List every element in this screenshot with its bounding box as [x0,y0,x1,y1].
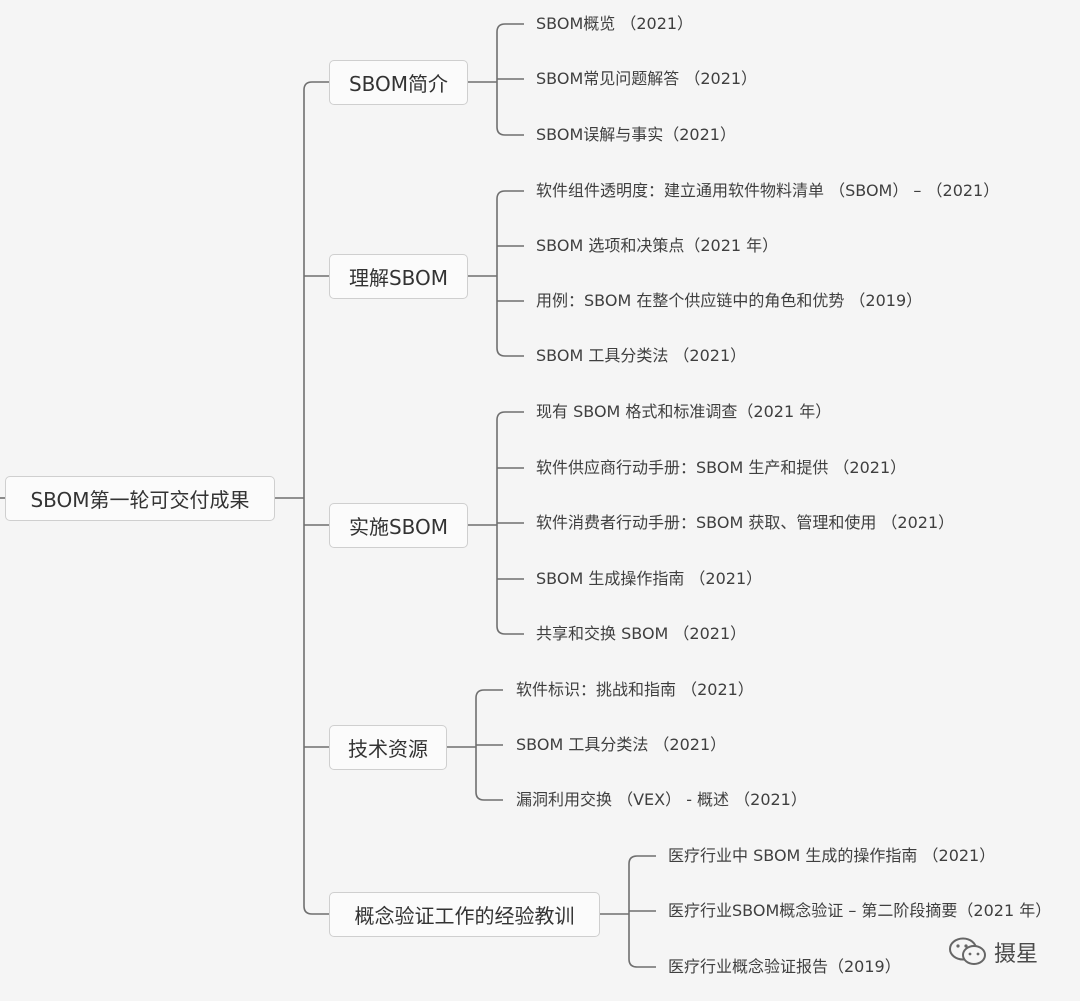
leaf-item[interactable]: 用例：SBOM 在整个供应链中的角色和优势 （2019） [536,291,923,310]
branch-node-implement-sbom[interactable]: 实施SBOM [329,503,468,548]
leaf-item[interactable]: SBOM 工具分类法 （2021） [536,346,747,365]
watermark-text: 摄星 [994,942,1039,967]
leaf-item[interactable]: 医疗行业概念验证报告（2019） [668,957,901,976]
leaf-item[interactable]: SBOM 选项和决策点（2021 年） [536,236,779,255]
leaf-item[interactable]: 医疗行业中 SBOM 生成的操作指南 （2021） [668,846,996,865]
leaf-item[interactable]: 共享和交换 SBOM （2021） [536,624,747,643]
branch-node-sbom-intro[interactable]: SBOM简介 [329,60,468,105]
leaf-item[interactable]: 软件供应商行动手册：SBOM 生产和提供 （2021） [536,458,907,477]
watermark: 摄星 [948,936,1038,968]
leaf-item[interactable]: 软件消费者行动手册：SBOM 获取、管理和使用 （2021） [536,513,955,532]
leaf-item[interactable]: SBOM常见问题解答 （2021） [536,69,758,88]
leaf-bracket-line [496,190,524,357]
leaf-item[interactable]: 漏洞利用交换 （VEX） - 概述 （2021） [516,790,807,809]
branch-node-label: 实施SBOM [348,515,449,539]
branch-node-understand-sbom[interactable]: 理解SBOM [329,254,468,299]
branch-node-poc-lessons[interactable]: 概念验证工作的经验教训 [329,892,600,937]
root-node-label: SBOM第一轮可交付成果 [30,488,250,512]
branch-node-label: 技术资源 [348,737,428,761]
leaf-item[interactable]: 软件标识：挑战和指南 （2021） [516,680,754,699]
branch-node-label: 概念验证工作的经验教训 [354,904,575,928]
leaf-item[interactable]: SBOM 工具分类法 （2021） [516,735,727,754]
leaf-item[interactable]: 医疗行业SBOM概念验证 – 第二阶段摘要（2021 年） [668,901,1052,920]
leaf-item[interactable]: SBOM 生成操作指南 （2021） [536,569,763,588]
leaf-item[interactable]: 现有 SBOM 格式和标准调查（2021 年） [536,402,832,421]
root-node[interactable]: SBOM第一轮可交付成果 [5,476,275,521]
leaf-item[interactable]: SBOM误解与事实（2021） [536,125,736,144]
leaf-item[interactable]: SBOM概览 （2021） [536,14,694,33]
branch-node-tech-resources[interactable]: 技术资源 [329,725,447,770]
branch-node-label: SBOM简介 [348,72,449,96]
trunk-line [303,81,329,915]
leaf-item[interactable]: 软件组件透明度：建立通用软件物料清单 （SBOM） – （2021） [536,181,1000,200]
branch-node-label: 理解SBOM [348,266,449,290]
wechat-icon [949,937,986,965]
